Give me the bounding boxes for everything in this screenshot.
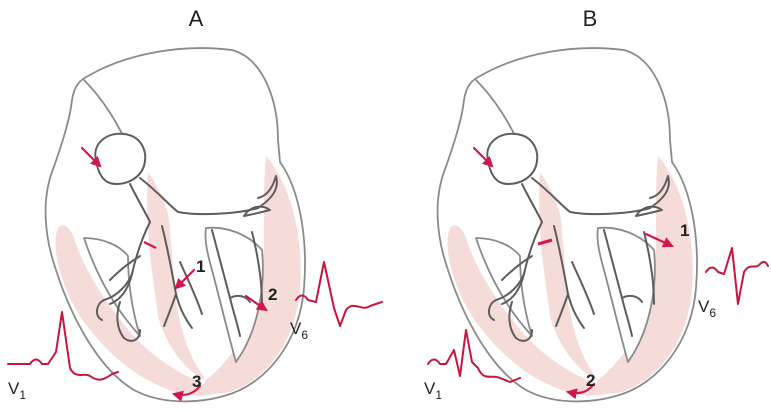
panel-a-path-label-1: 1 [196,257,205,276]
panel-a-title: A [189,6,204,31]
panel-a-heart [46,48,305,401]
panel-b-lead-v1: V1 [424,379,442,402]
panel-b-lead-v6: V6 [698,297,716,320]
panel-a-lead-v1: V1 [8,379,26,402]
panel-a: A 1 2 3 V1 V6 [8,6,382,402]
panel-b-title: B [583,6,598,31]
panel-b-path-label-1: 1 [680,221,689,240]
panel-b-heart [438,48,697,401]
panel-a-path-label-2: 2 [268,285,277,304]
panel-b-path-label-2: 2 [586,371,595,390]
panel-a-lead-v6: V6 [290,319,308,342]
panel-b: B 1 2 V1 V6 [424,6,768,402]
panel-a-ecg-v6 [296,262,382,326]
panel-b-ecg-v6 [706,248,768,304]
panel-a-path-label-3: 3 [192,372,201,391]
